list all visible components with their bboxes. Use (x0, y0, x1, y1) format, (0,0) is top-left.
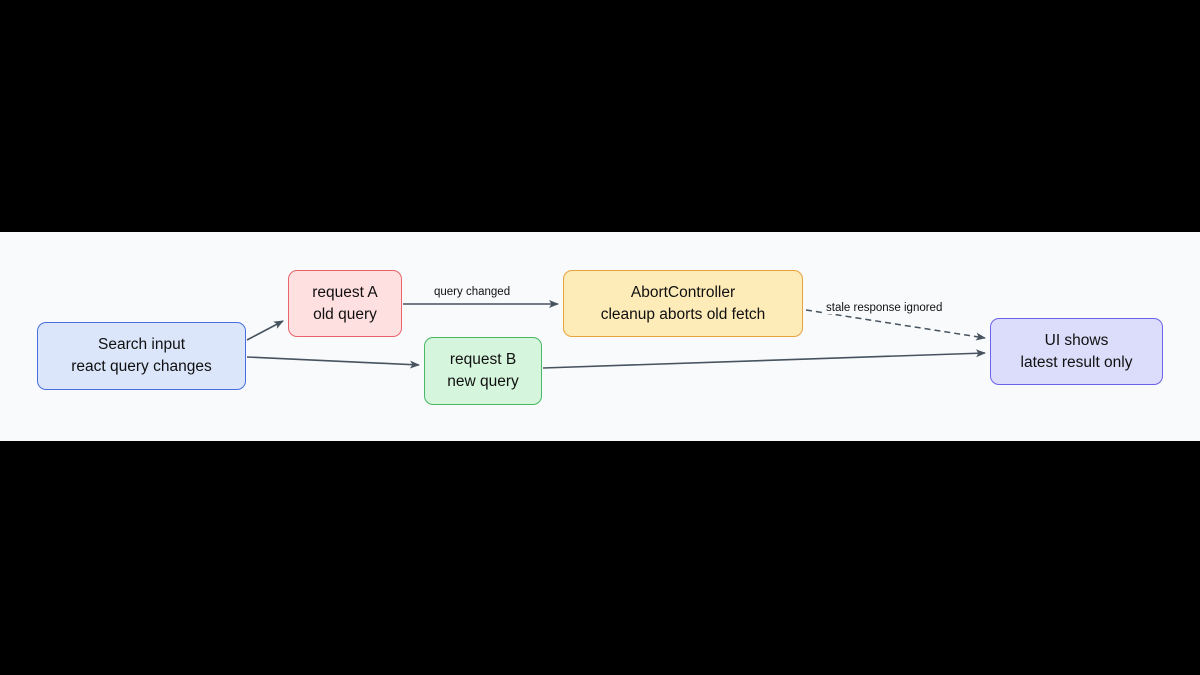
node-ui-result-line1: UI shows (1044, 331, 1109, 349)
node-request-a[interactable]: request A old query (288, 270, 402, 337)
node-request-b-line2: new query (447, 373, 519, 390)
node-request-a-line2: old query (313, 305, 377, 323)
edge-search-to-request-b (246, 356, 420, 369)
node-ui-result[interactable]: UI shows latest result only (990, 318, 1163, 385)
node-search-input-line2: react query changes (71, 358, 212, 375)
node-request-b-line1: request B (449, 351, 517, 368)
edge-layer (246, 300, 986, 369)
edge-search-to-request-a (246, 320, 284, 341)
edge-request-b-to-ui (542, 349, 986, 369)
node-request-a-line1: request A (312, 283, 378, 301)
node-abort-controller[interactable]: AbortController cleanup aborts old fetch (563, 270, 803, 337)
node-search-input-line1: Search input (97, 336, 186, 353)
edge-abort-to-ui (805, 309, 986, 341)
node-request-b[interactable]: request B new query (424, 337, 542, 405)
edge-label-stale-response-ignored: stale response ignored (824, 302, 945, 314)
node-abort-controller-line1: AbortController (630, 283, 736, 301)
diagram-canvas: Search input react query changes request… (0, 232, 1200, 441)
edge-label-query-changed: query changed (432, 286, 513, 298)
node-abort-controller-line2: cleanup aborts old fetch (600, 305, 766, 323)
node-search-input[interactable]: Search input react query changes (37, 322, 246, 390)
node-ui-result-line2: latest result only (1020, 353, 1133, 371)
